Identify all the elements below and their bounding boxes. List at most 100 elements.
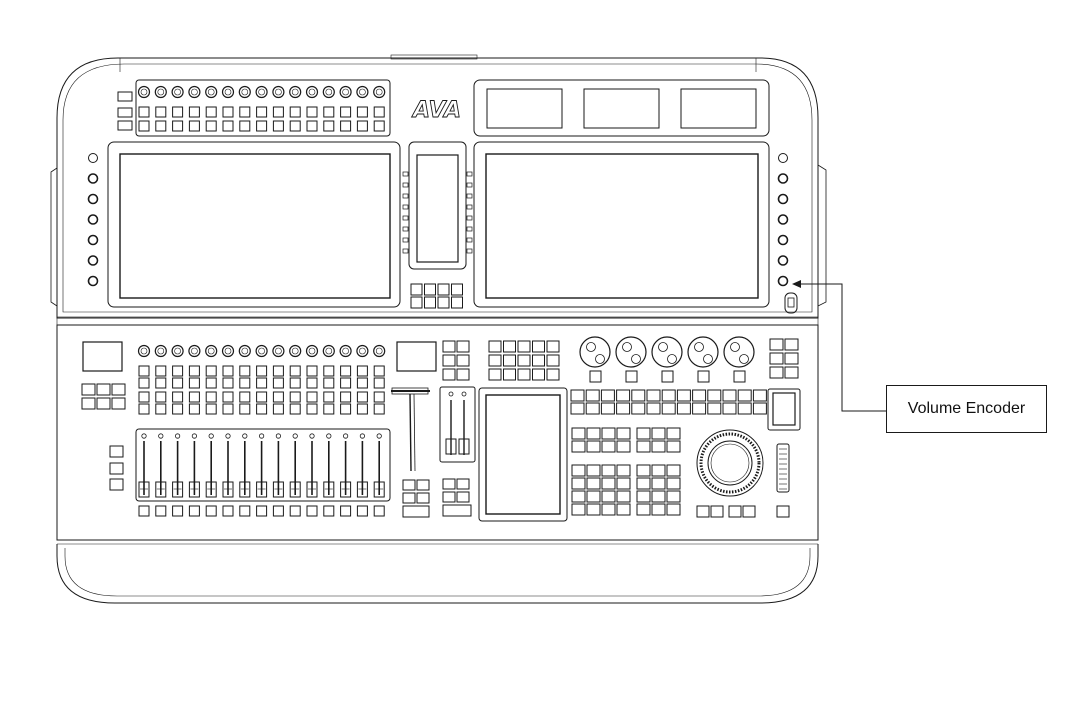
playback-button xyxy=(239,403,251,415)
fader-button xyxy=(272,505,284,517)
fader-bank xyxy=(135,428,391,502)
encoder-knob xyxy=(188,85,201,99)
grid-button xyxy=(517,368,531,381)
center-function-buttons xyxy=(410,283,463,309)
side-encoder xyxy=(777,173,789,184)
jog-wheel[interactable] xyxy=(696,429,764,497)
encoder-knob-center xyxy=(157,347,165,355)
playback-button xyxy=(239,391,251,403)
encoder-knob-center xyxy=(275,347,282,355)
fader-button xyxy=(356,505,368,517)
encoder-knob-center xyxy=(291,88,299,96)
numbered-button-grid xyxy=(488,340,560,381)
encoder-knob xyxy=(171,344,184,358)
fader-led xyxy=(342,433,349,439)
playback-button xyxy=(323,377,335,389)
key xyxy=(636,440,651,453)
fader-led xyxy=(309,433,315,439)
playback-button xyxy=(340,377,352,389)
playback-button xyxy=(272,391,284,403)
fader-cap xyxy=(323,481,335,498)
crossfaders xyxy=(445,391,470,455)
key xyxy=(666,427,681,440)
playback-button xyxy=(188,365,200,377)
key xyxy=(601,490,616,503)
go-button-wide xyxy=(442,504,472,517)
control-button xyxy=(456,478,470,490)
attribute-encoder xyxy=(687,336,719,368)
encoder-button xyxy=(589,370,602,383)
playback-button xyxy=(289,391,301,403)
playback-button xyxy=(340,403,352,415)
encoder-indent xyxy=(739,354,749,364)
mini-display-panel xyxy=(473,79,770,137)
playback-button xyxy=(306,377,318,389)
playback-button xyxy=(172,377,184,389)
side-encoder xyxy=(777,193,789,205)
side-encoder xyxy=(87,234,99,246)
playback-button xyxy=(205,365,217,377)
fader-button xyxy=(306,505,318,517)
encoder-knob xyxy=(322,85,335,99)
key xyxy=(571,440,586,453)
key xyxy=(586,477,601,490)
small-button xyxy=(696,505,710,518)
volume-encoder[interactable] xyxy=(784,292,798,314)
encoder-knob xyxy=(137,344,151,358)
control-button xyxy=(402,479,416,491)
function-row-button xyxy=(692,402,707,415)
encoder-knob xyxy=(322,344,335,358)
control-button xyxy=(442,491,456,503)
key xyxy=(571,464,586,477)
encoder-knob-center xyxy=(258,88,265,96)
top-button xyxy=(272,120,284,132)
encoder-knob-center xyxy=(342,347,349,355)
playback-button xyxy=(155,403,167,415)
playback-button xyxy=(306,403,318,415)
key xyxy=(616,490,631,503)
playback-button xyxy=(188,377,200,389)
function-row-button xyxy=(707,402,722,415)
encoder-button xyxy=(625,370,638,383)
encoder-knob xyxy=(305,344,319,358)
key xyxy=(616,503,631,516)
encoder-indent xyxy=(622,342,632,352)
playback-button xyxy=(289,377,301,389)
key xyxy=(601,503,616,516)
encoder-knob xyxy=(373,85,386,99)
encoder-knob-center xyxy=(207,88,215,96)
function-row-button xyxy=(661,402,676,415)
top-button xyxy=(256,120,268,132)
encoder-knob xyxy=(238,344,251,358)
right-side-encoders xyxy=(777,153,789,287)
key xyxy=(666,477,681,490)
grid-button xyxy=(488,354,502,367)
crossfader-cap xyxy=(458,438,470,455)
side-button xyxy=(402,193,409,199)
cluster-button xyxy=(456,340,470,353)
top-button xyxy=(205,120,217,132)
fader-button xyxy=(373,505,385,517)
function-button xyxy=(410,283,423,296)
key xyxy=(571,477,586,490)
key xyxy=(601,427,616,440)
side-encoder xyxy=(87,193,99,205)
playback-button xyxy=(272,377,284,389)
key xyxy=(651,427,666,440)
function-button xyxy=(437,296,450,309)
encoder-knob-center xyxy=(207,347,215,355)
function-button xyxy=(410,296,423,309)
small-button xyxy=(96,397,111,410)
grid-button xyxy=(503,368,516,381)
function-row-button xyxy=(600,389,615,402)
top-button xyxy=(256,106,268,118)
side-button xyxy=(402,171,409,177)
side-encoder xyxy=(777,214,789,225)
level-wheel[interactable] xyxy=(776,443,790,493)
grid-button xyxy=(532,354,545,367)
top-button xyxy=(222,106,234,118)
fader-led xyxy=(191,433,197,439)
encoder-knob-center xyxy=(224,88,232,96)
key xyxy=(586,427,601,440)
playback-button xyxy=(138,391,150,403)
